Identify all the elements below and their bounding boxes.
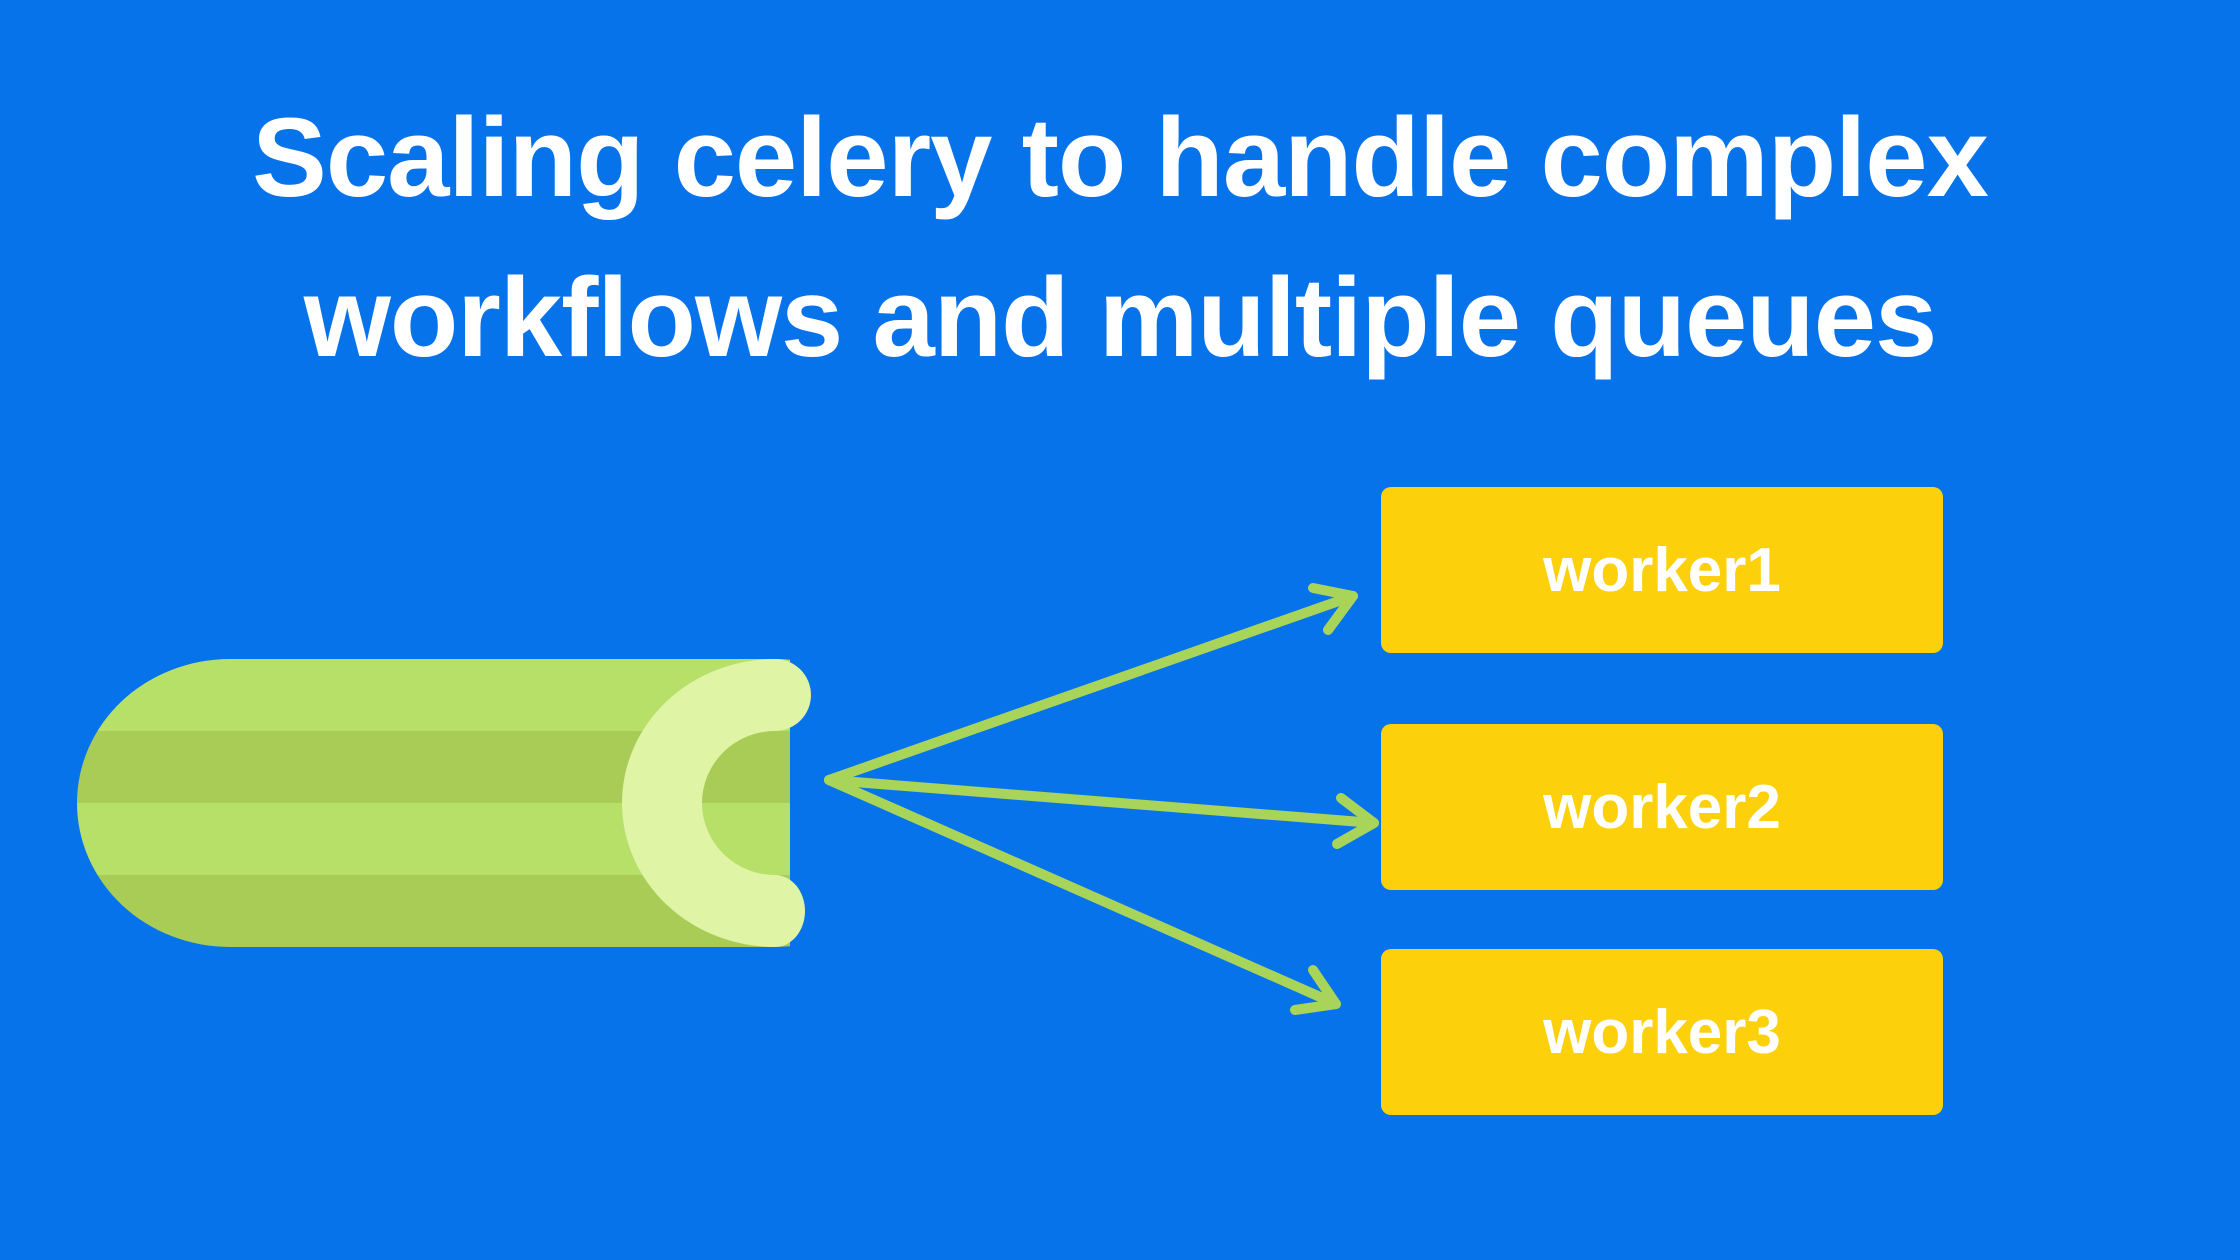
arrow-to-worker1-icon xyxy=(824,583,1358,785)
worker1-box: worker1 xyxy=(1381,487,1943,653)
worker2-box: worker2 xyxy=(1381,724,1943,890)
worker1-label: worker1 xyxy=(1543,535,1781,605)
arrow-to-worker2-icon xyxy=(824,775,1379,849)
title-line-1: Scaling celery to handle complex xyxy=(252,95,1989,220)
celery-logo-icon xyxy=(77,659,811,947)
page-title: Scaling celery to handle complex workflo… xyxy=(0,78,2240,398)
title-line-2: workflows and multiple queues xyxy=(303,255,1938,380)
arrows xyxy=(824,583,1379,1015)
worker3-box: worker3 xyxy=(1381,949,1943,1115)
worker3-label: worker3 xyxy=(1543,997,1781,1067)
arrow-to-worker3-icon xyxy=(824,775,1341,1015)
worker2-label: worker2 xyxy=(1543,772,1781,842)
